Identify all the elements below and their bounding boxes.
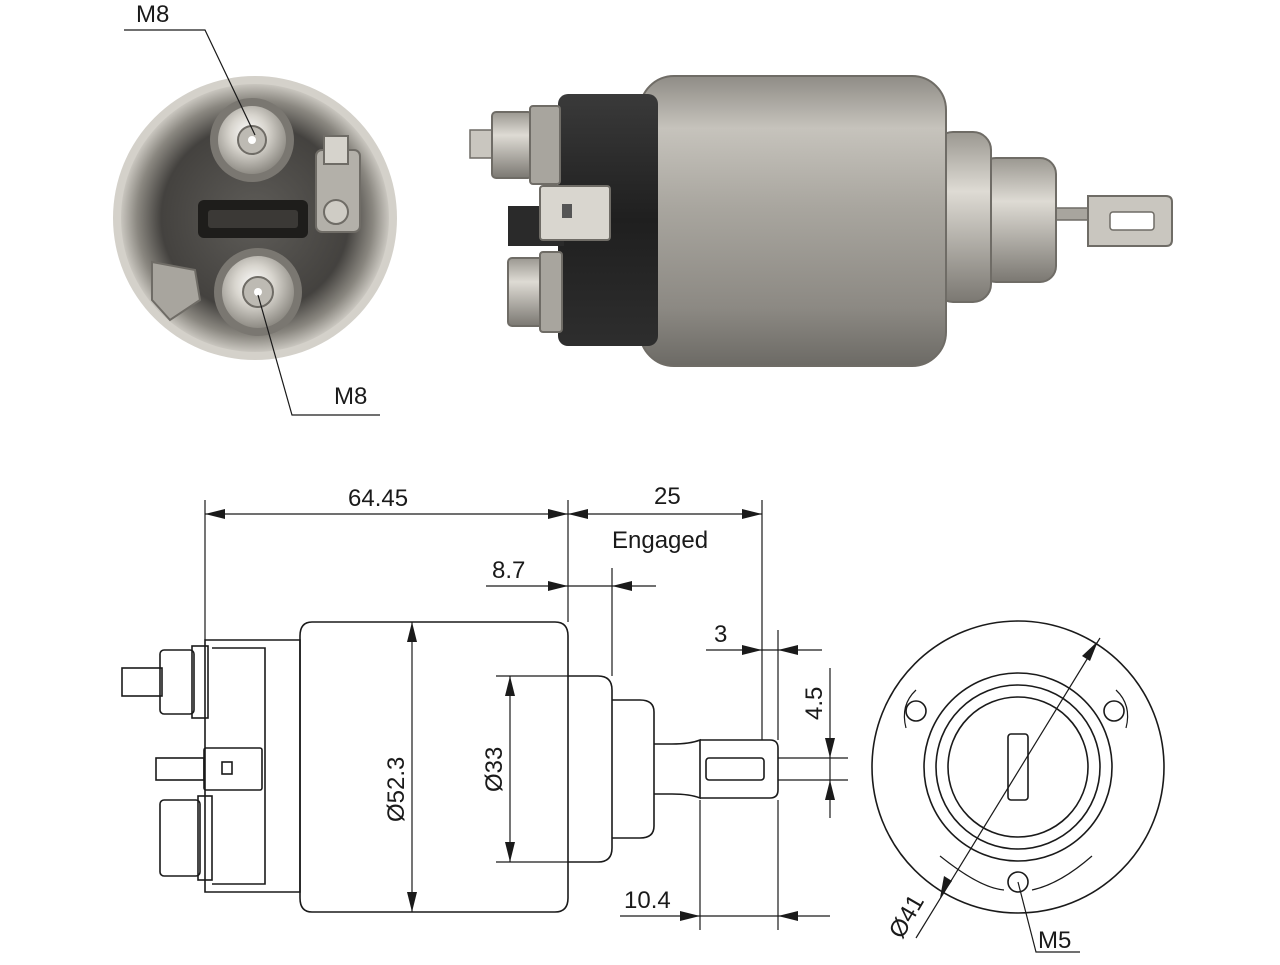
- front-view-drawing: Ø41 M5: [871, 620, 1165, 954]
- side-elevation-drawing: 64.45 25 Engaged 8.7 3 4.5 Ø52.3: [121, 483, 848, 930]
- label-overall-length: 64.45: [348, 485, 408, 512]
- drawing-eye: [700, 739, 779, 799]
- front-flange-outline: [871, 620, 1165, 914]
- drawing-body: [299, 621, 569, 913]
- label-bolt-circle: Ø41: [884, 890, 930, 943]
- dim-bolt-circle: [915, 637, 1101, 939]
- drawing-flange: [568, 675, 613, 863]
- photo-leaders: [124, 29, 380, 416]
- label-eye-height: 4.5: [801, 687, 828, 720]
- mount-hole-left: [905, 700, 927, 722]
- label-flange-offset: 8.7: [492, 557, 525, 584]
- label-body-diameter: Ø52.3: [383, 757, 410, 822]
- solenoid-body: [639, 75, 947, 367]
- spade-terminal: [315, 135, 361, 233]
- drawing-terminal-cap: [204, 639, 301, 893]
- drawing-nose: [612, 699, 655, 839]
- top-terminal-nut: [210, 98, 294, 182]
- bottom-terminal-nut: [214, 248, 302, 336]
- ground-strap: [151, 260, 202, 322]
- label-stroke: 25: [654, 483, 681, 510]
- label-top-terminal-thread: M8: [136, 1, 169, 28]
- end-cap-photo: [113, 76, 397, 360]
- spade-connector: [539, 185, 611, 241]
- front-eye-slot: [1007, 733, 1029, 801]
- mount-hole-bottom: [1007, 871, 1029, 893]
- label-stroke-note: Engaged: [612, 527, 708, 554]
- top-stud-nut: [491, 111, 533, 179]
- side-photo: [469, 75, 1173, 367]
- mount-hole-right: [1103, 700, 1125, 722]
- label-bottom-terminal-thread: M8: [334, 383, 367, 410]
- label-eye-width: 3: [714, 621, 727, 648]
- label-nose-diameter: Ø33: [481, 747, 508, 792]
- label-mount-thread: M5: [1038, 927, 1071, 954]
- bottom-stud-nut: [507, 257, 545, 327]
- label-eye-offset: 10.4: [624, 887, 671, 914]
